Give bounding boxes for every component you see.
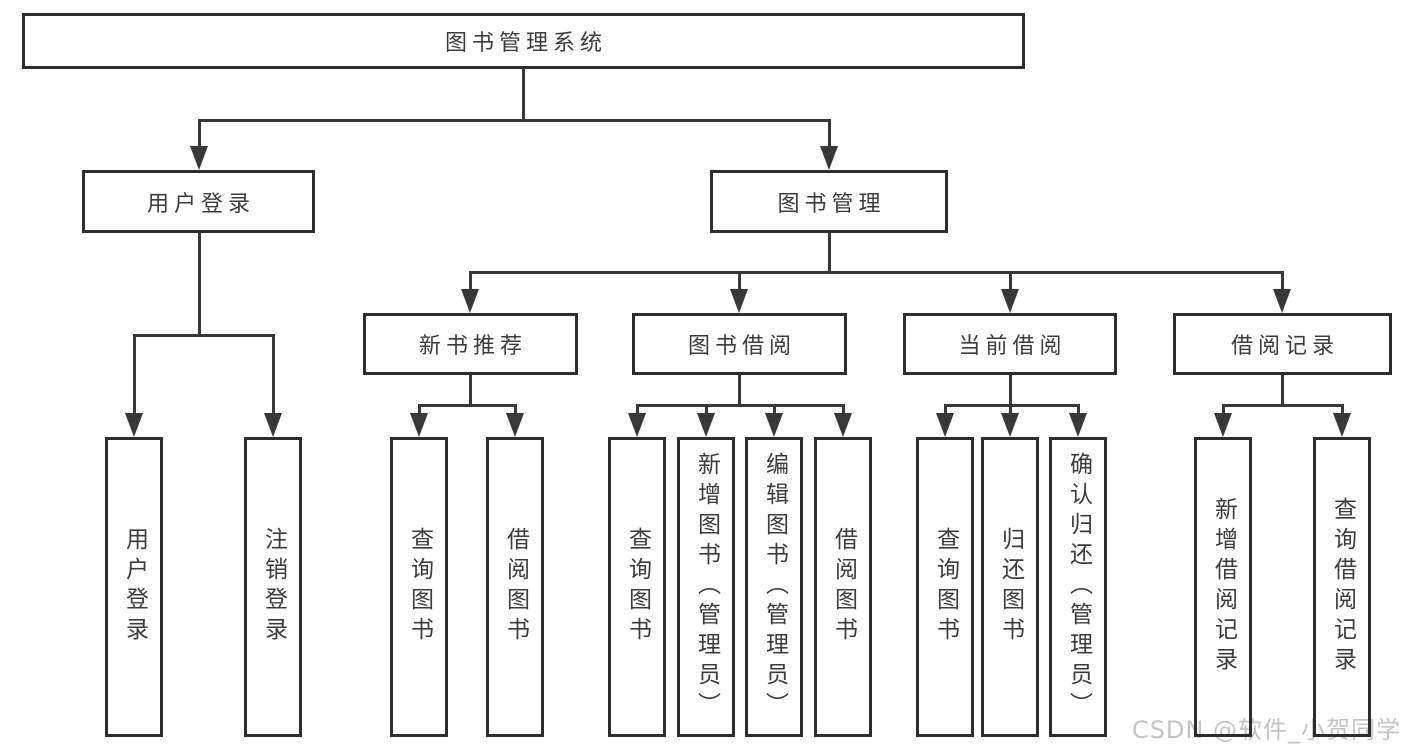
connector-current-borrowing-bus: [943, 404, 1080, 407]
leaf-return-books-label: 归还图书: [997, 527, 1024, 647]
connector-book-borrowing-vertical: [737, 375, 741, 406]
leaf-borrow-books-recommend-label: 借阅图书: [502, 527, 529, 647]
node-current-borrowing-label: 当前借阅: [958, 334, 1067, 359]
connector-stem: [1008, 404, 1012, 417]
leaf-query-books-current-label: 查询图书: [932, 527, 959, 647]
connector-root-bus: [197, 119, 831, 122]
connector-current-borrowing-vertical: [1008, 375, 1012, 406]
leaf-query-borrow-record-label: 查询借阅记录: [1329, 497, 1356, 677]
connector-stem: [271, 334, 275, 417]
leaf-query-books-recommend-label: 查询图书: [406, 527, 433, 647]
node-user-login: 用户登录: [82, 170, 315, 233]
connector-stem: [704, 404, 708, 417]
arrow-down-icon: [820, 146, 838, 170]
leaf-confirm-return-admin: 确认归还（管理员）: [1049, 437, 1107, 737]
node-library-system-label: 图书管理系统: [444, 31, 607, 56]
connector-stem: [468, 271, 472, 293]
leaf-confirm-return-admin-label: 确认归还（管理员）: [1065, 452, 1092, 722]
leaf-user-login-label: 用户登录: [121, 527, 148, 647]
leaf-query-books-borrow: 查询图书: [608, 437, 666, 737]
connector-stem: [1280, 271, 1284, 293]
arrow-down-icon: [1001, 413, 1019, 437]
arrow-down-icon: [730, 289, 748, 313]
leaf-add-book-admin-label: 新增图书（管理员）: [693, 452, 720, 722]
connector-book-borrowing-bus: [635, 404, 845, 407]
connector-root-vertical: [521, 69, 525, 122]
connector-stem: [841, 404, 845, 417]
connector-stem: [197, 119, 201, 150]
connector-stem: [1340, 404, 1344, 417]
connector-book-management-bus: [468, 271, 1284, 274]
arrow-down-icon: [1001, 289, 1019, 313]
connector-stem: [132, 334, 136, 417]
connector-stem: [827, 119, 831, 150]
arrow-down-icon: [697, 413, 715, 437]
node-book-management-label: 图书管理: [777, 191, 886, 217]
connector-stem: [1221, 404, 1225, 417]
leaf-query-borrow-record: 查询借阅记录: [1313, 437, 1371, 737]
connector-stem: [417, 404, 421, 417]
node-current-borrowing: 当前借阅: [903, 313, 1117, 375]
arrow-down-icon: [264, 413, 282, 437]
leaf-borrow-books-label: 借阅图书: [830, 527, 857, 647]
node-book-borrowing-label: 图书借阅: [687, 334, 796, 359]
node-book-management: 图书管理: [710, 170, 948, 233]
connector-stem: [1008, 271, 1012, 293]
leaf-add-borrow-record: 新增借阅记录: [1194, 437, 1252, 737]
leaf-logout: 注销登录: [244, 437, 302, 737]
connector-borrowing-records-bus: [1221, 404, 1344, 407]
node-user-login-label: 用户登录: [146, 191, 255, 217]
connector-stem: [772, 404, 776, 417]
leaf-edit-book-admin-label: 编辑图书（管理员）: [761, 452, 788, 722]
connector-user-login-bus: [132, 334, 275, 337]
node-borrowing-records-label: 借阅记录: [1230, 334, 1339, 359]
connector-stem: [1076, 404, 1080, 417]
node-new-book-recommendation: 新书推荐: [363, 313, 578, 375]
connector-borrowing-records-vertical: [1280, 375, 1284, 406]
leaf-return-books: 归还图书: [981, 437, 1039, 737]
arrow-down-icon: [1069, 413, 1087, 437]
node-library-system: 图书管理系统: [22, 13, 1025, 69]
connector-stem: [943, 404, 947, 417]
leaf-logout-label: 注销登录: [260, 527, 287, 647]
connector-stem: [513, 404, 517, 417]
node-new-book-recommendation-label: 新书推荐: [418, 334, 527, 359]
leaf-borrow-books: 借阅图书: [814, 437, 872, 737]
leaf-query-books-recommend: 查询图书: [390, 437, 448, 737]
arrow-down-icon: [506, 413, 524, 437]
connector-stem: [635, 404, 639, 417]
leaf-edit-book-admin: 编辑图书（管理员）: [745, 437, 803, 737]
connector-new-book-bus: [417, 404, 517, 407]
leaf-add-borrow-record-label: 新增借阅记录: [1210, 497, 1237, 677]
arrow-down-icon: [834, 413, 852, 437]
arrow-down-icon: [190, 146, 208, 170]
connector-book-management-vertical: [827, 233, 831, 274]
leaf-borrow-books-recommend: 借阅图书: [486, 437, 544, 737]
connector-new-book-vertical: [468, 375, 472, 406]
arrow-down-icon: [628, 413, 646, 437]
leaf-query-books-current: 查询图书: [916, 437, 974, 737]
arrow-down-icon: [1214, 413, 1232, 437]
arrow-down-icon: [765, 413, 783, 437]
watermark: CSDN @软件_小贺同学: [1131, 716, 1401, 744]
arrow-down-icon: [461, 289, 479, 313]
arrow-down-icon: [1333, 413, 1351, 437]
leaf-query-books-borrow-label: 查询图书: [624, 527, 651, 647]
arrow-down-icon: [936, 413, 954, 437]
arrow-down-icon: [1273, 289, 1291, 313]
arrow-down-icon: [410, 413, 428, 437]
arrow-down-icon: [125, 413, 143, 437]
connector-user-login-vertical: [197, 233, 201, 337]
leaf-user-login: 用户登录: [105, 437, 163, 737]
node-book-borrowing: 图书借阅: [632, 313, 847, 375]
leaf-add-book-admin: 新增图书（管理员）: [677, 437, 735, 737]
node-borrowing-records: 借阅记录: [1173, 313, 1392, 375]
connector-stem: [737, 271, 741, 293]
